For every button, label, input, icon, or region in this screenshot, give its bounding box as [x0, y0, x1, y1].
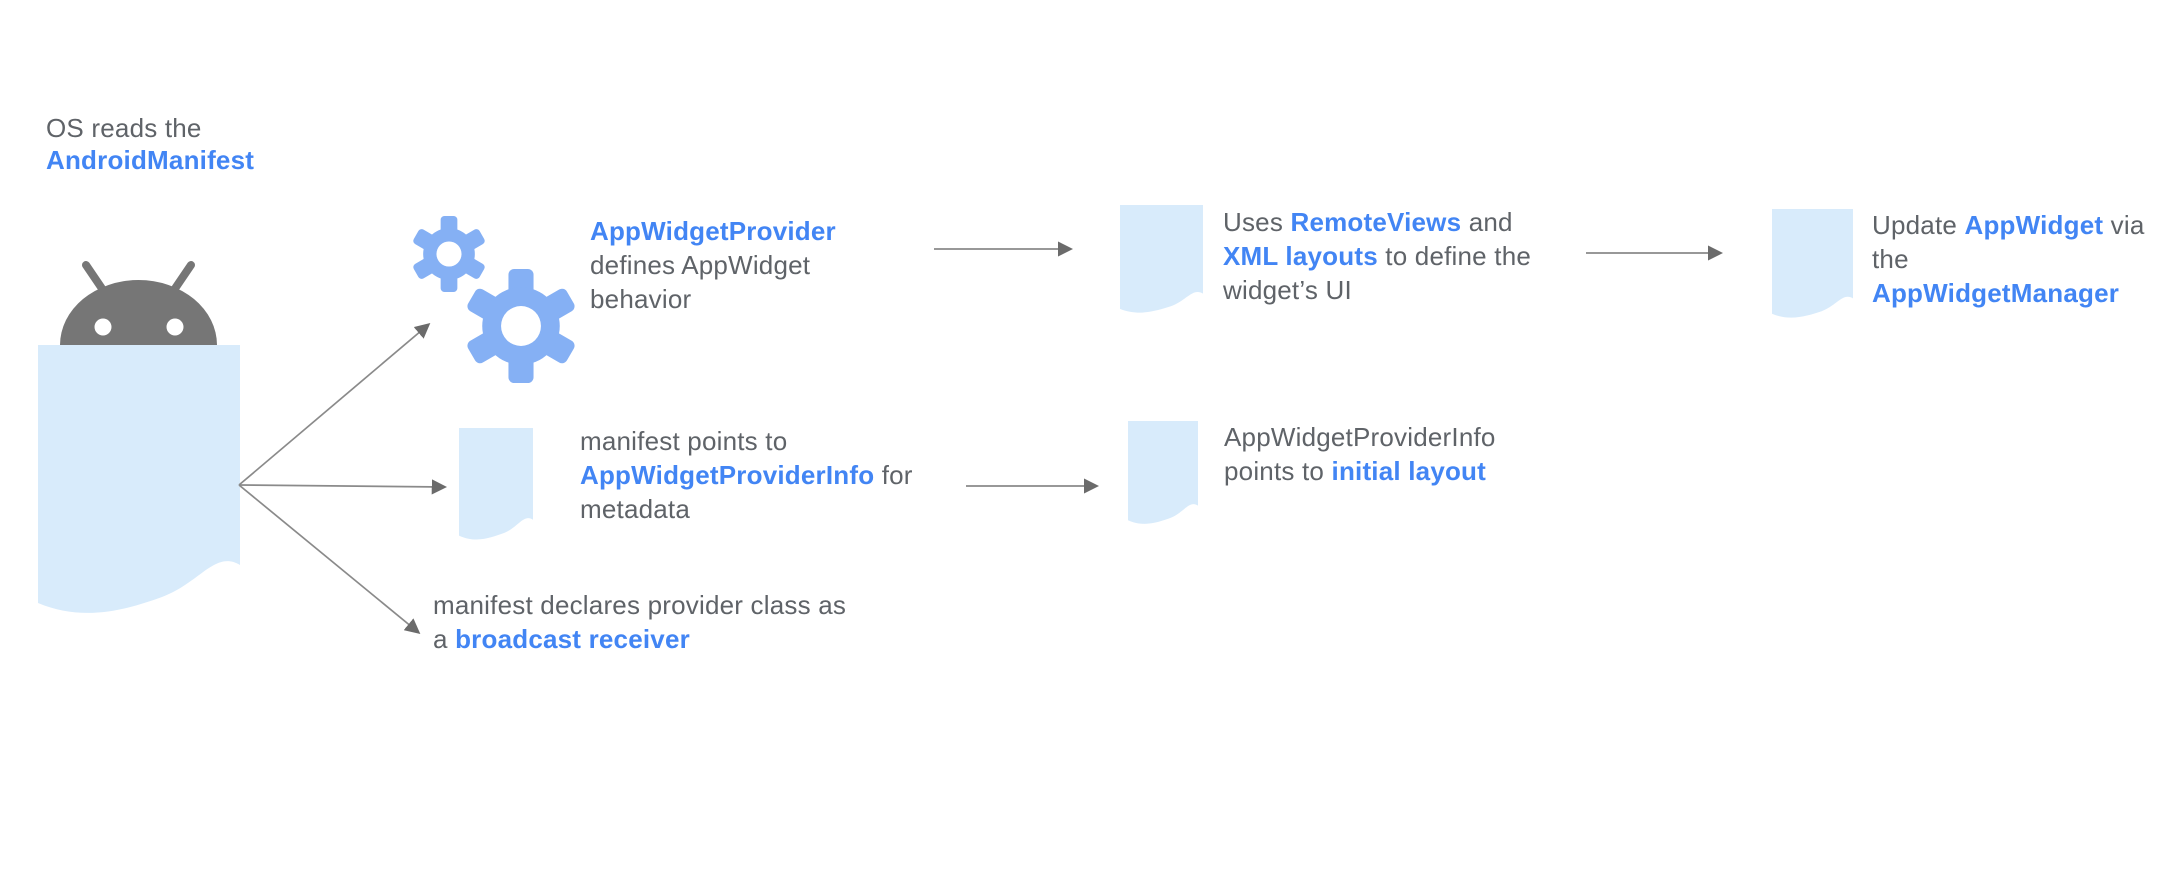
- xml-layouts-link[interactable]: XML layouts: [1223, 241, 1378, 271]
- remoteviews-text: to define the: [1377, 241, 1532, 271]
- remoteviews-link[interactable]: RemoteViews: [1290, 207, 1462, 237]
- os-reads-label: OS reads the AndroidManifest: [46, 112, 254, 176]
- android-manifest-document-icon: [38, 345, 240, 613]
- gear-small-icon: [413, 216, 485, 292]
- update-text: Update: [1872, 210, 1965, 240]
- appwidgetproviderinfo-link[interactable]: AppWidgetProviderInfo: [580, 460, 875, 490]
- arrow-to-gears: [238, 323, 431, 486]
- remoteviews-text: Uses: [1223, 207, 1291, 237]
- providerinfo-document-icon: [1128, 421, 1198, 524]
- manifest-points-text: metadata: [580, 494, 691, 524]
- appwidget-link[interactable]: AppWidget: [1964, 210, 2104, 240]
- os-reads-line: OS reads the: [46, 113, 202, 143]
- androidmanifest-link[interactable]: AndroidManifest: [46, 145, 255, 175]
- remoteviews-text: and: [1461, 207, 1513, 237]
- provider-info-text: points to: [1224, 456, 1332, 486]
- broadcast-receiver-link[interactable]: broadcast receiver: [455, 624, 690, 654]
- arrow-to-metadata-doc: [238, 479, 448, 495]
- remoteviews-text: widget’s UI: [1223, 275, 1352, 305]
- appwidgetprovider-link[interactable]: AppWidgetProvider: [590, 216, 836, 246]
- update-document-icon: [1772, 209, 1853, 318]
- update-text-block: Update AppWidget via the AppWidgetManage…: [1872, 208, 2145, 310]
- remoteviews-text-block: Uses RemoteViews and XML layouts to defi…: [1223, 205, 1531, 307]
- provider-text-block: AppWidgetProvider defines AppWidget beha…: [590, 214, 836, 316]
- metadata-document-icon: [459, 428, 533, 540]
- android-robot-icon: [60, 261, 217, 345]
- initial-layout-link[interactable]: initial layout: [1331, 456, 1486, 486]
- broadcast-text-block: manifest declares provider class as a br…: [433, 588, 846, 656]
- broadcast-text: a: [433, 624, 456, 654]
- gear-large-icon: [467, 269, 575, 383]
- appwidgetmanager-link[interactable]: AppWidgetManager: [1872, 278, 2120, 308]
- broadcast-text: manifest declares provider class as: [433, 590, 847, 620]
- provider-text-line: behavior: [590, 284, 692, 314]
- arrow-to-broadcast: [238, 484, 421, 634]
- manifest-points-text-block: manifest points to AppWidgetProviderInfo…: [580, 424, 913, 526]
- provider-text-line: defines AppWidget: [590, 250, 811, 280]
- provider-info-text: AppWidgetProviderInfo: [1224, 422, 1496, 452]
- manifest-points-text: for: [874, 460, 913, 490]
- update-text: the: [1872, 244, 1909, 274]
- manifest-points-text: manifest points to: [580, 426, 788, 456]
- remoteviews-document-icon: [1120, 205, 1203, 313]
- update-text: via: [2103, 210, 2145, 240]
- provider-info-text-block: AppWidgetProviderInfo points to initial …: [1224, 420, 1496, 488]
